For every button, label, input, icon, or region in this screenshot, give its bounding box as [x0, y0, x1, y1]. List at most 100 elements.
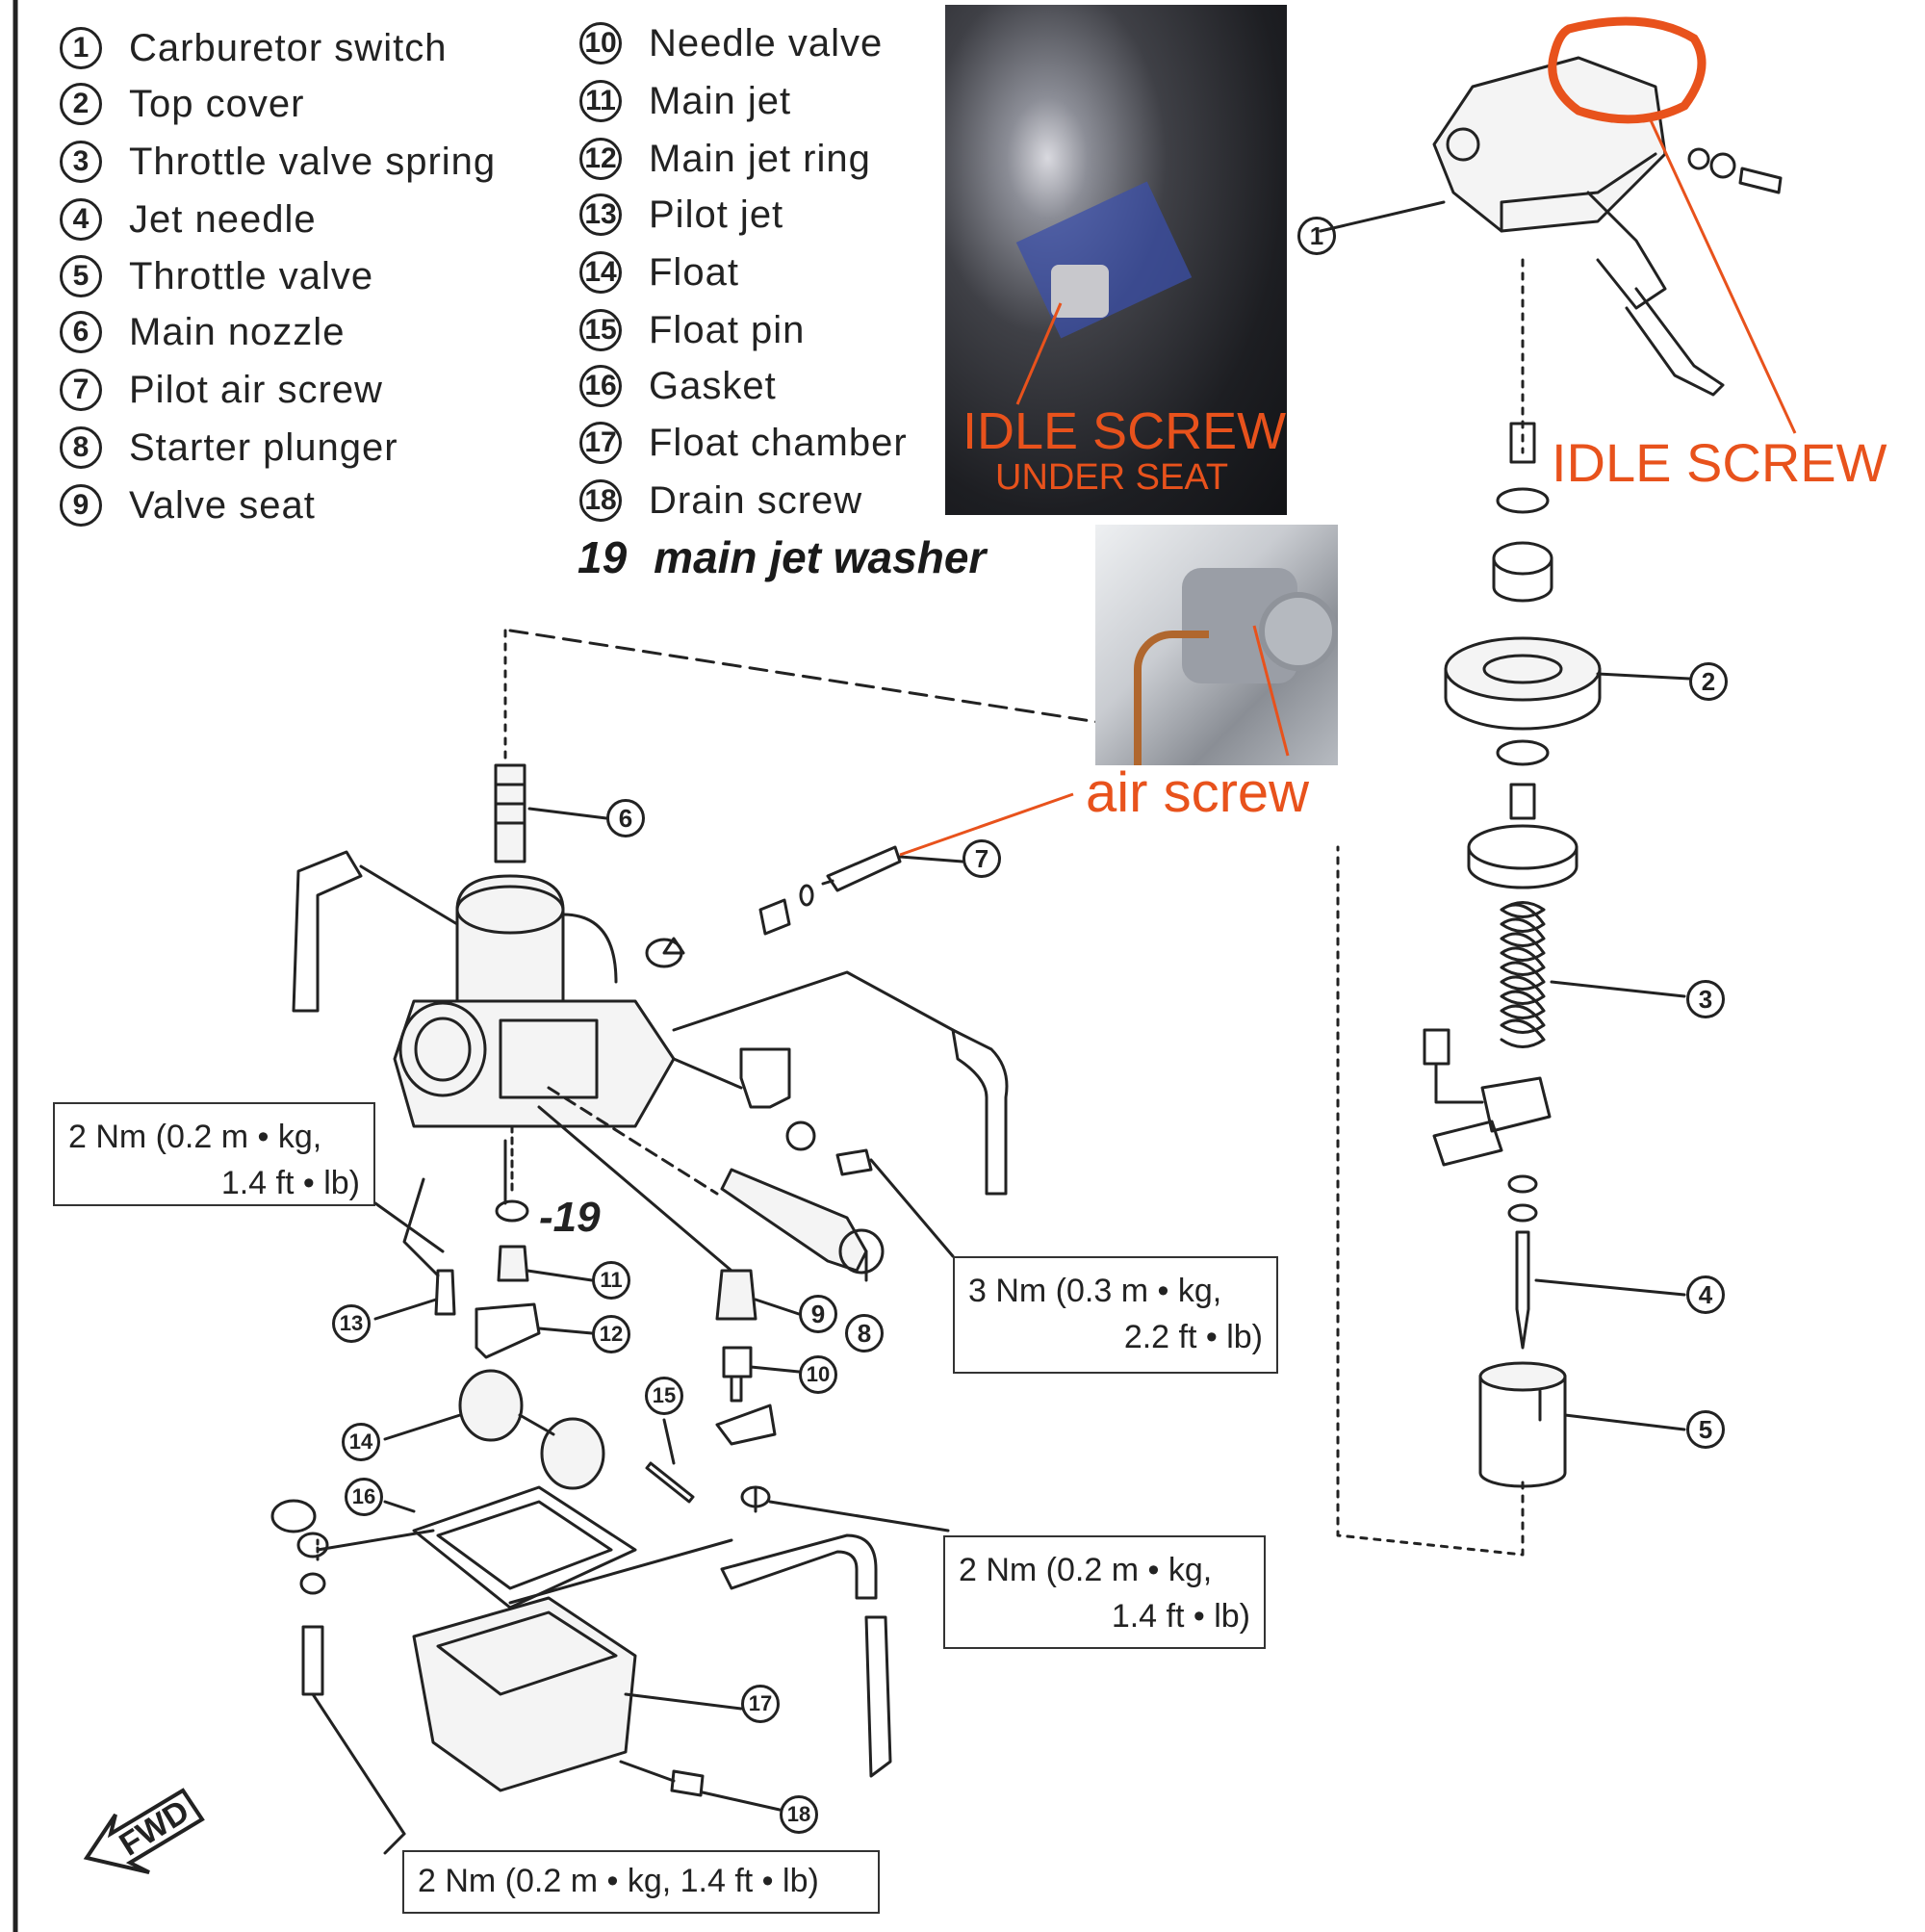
- legend-item-17: 17 Float chamber: [579, 419, 908, 467]
- diagram-callout-1: 1: [1297, 217, 1336, 255]
- diagram-callout-15: 15: [645, 1377, 683, 1415]
- diagram-callout-9: 9: [799, 1295, 837, 1333]
- fwd-arrow-icon: [83, 1788, 205, 1874]
- legend-item-11: 11 Main jet: [579, 77, 791, 125]
- legend-item-15: 15 Float pin: [579, 306, 805, 354]
- legend-number: 19: [578, 532, 628, 582]
- diagram-callout-14: 14: [342, 1423, 380, 1461]
- legend-label: Float chamber: [649, 421, 908, 464]
- legend-label: Gasket: [649, 364, 777, 407]
- diagram-callout-12: 12: [592, 1315, 630, 1353]
- callout-number: 13: [579, 193, 622, 236]
- legend-item-1: 1 Carburetor switch: [60, 24, 447, 72]
- diagram-callout-8: 8: [845, 1314, 884, 1352]
- callout-number: 5: [60, 255, 102, 297]
- diagram-callout-17: 17: [741, 1685, 780, 1723]
- torque-box-bottom: 2 Nm (0.2 m • kg, 1.4 ft • lb): [402, 1850, 880, 1914]
- legend-label: Main nozzle: [129, 310, 346, 353]
- diagram-callout-7: 7: [962, 839, 1001, 878]
- legend-label: Float pin: [649, 308, 806, 351]
- callout-number: 8: [60, 426, 102, 469]
- legend-item-2: 2 Top cover: [60, 80, 304, 128]
- callout-number: 11: [579, 80, 622, 122]
- legend-item-10: 10 Needle valve: [579, 19, 883, 67]
- torque-line: 3 Nm (0.3 m • kg,: [968, 1273, 1222, 1309]
- legend-item-6: 6 Main nozzle: [60, 308, 345, 356]
- legend-label: Starter plunger: [129, 425, 398, 469]
- legend-item-3: 3 Throttle valve spring: [60, 138, 496, 186]
- legend-label: Pilot jet: [649, 193, 784, 236]
- callout-number: 3: [60, 141, 102, 183]
- callout-number: 14: [579, 251, 622, 294]
- diagram-callout-3: 3: [1686, 980, 1725, 1018]
- legend-item-16: 16 Gasket: [579, 362, 777, 410]
- callout-number: 12: [579, 138, 622, 180]
- top-cover-part: [1444, 636, 1602, 731]
- legend-label: Throttle valve: [129, 254, 374, 297]
- carburetor-switch-part: [1432, 56, 1783, 397]
- torque-line: 1.4 ft • lb): [1111, 1598, 1250, 1635]
- legend-label: Needle valve: [649, 21, 884, 64]
- diagram-callout-11: 11: [592, 1261, 630, 1300]
- diagram-callout-5: 5: [1686, 1410, 1725, 1449]
- torque-box-starter-plunger: 3 Nm (0.3 m • kg, 2.2 ft • lb): [953, 1256, 1278, 1374]
- air-screw-photo: [1095, 525, 1338, 765]
- callout-number: 7: [60, 369, 102, 411]
- diagram-callout-10: 10: [799, 1355, 837, 1394]
- callout-number: 9: [60, 484, 102, 527]
- washer-callout: -19: [539, 1194, 601, 1241]
- legend-label: Jet needle: [129, 197, 317, 241]
- callout-number: 1: [60, 27, 102, 69]
- legend-item-5: 5 Throttle valve: [60, 252, 373, 300]
- diagram-callout-18: 18: [780, 1795, 818, 1834]
- air-screw-label: air screw: [1086, 761, 1310, 824]
- legend-label: Float: [649, 250, 739, 294]
- torque-box-main-jet: 2 Nm (0.2 m • kg, 1.4 ft • lb): [53, 1102, 375, 1206]
- torque-line: 1.4 ft • lb): [220, 1165, 360, 1201]
- callout-number: 4: [60, 198, 102, 241]
- legend-label: Throttle valve spring: [129, 140, 497, 183]
- diagram-callout-2: 2: [1689, 662, 1728, 701]
- diagram-callout-4: 4: [1686, 1275, 1725, 1314]
- callout-number: 18: [579, 479, 622, 522]
- callout-number: 10: [579, 22, 622, 64]
- idle-screw-callout: IDLE SCREW: [1552, 432, 1887, 493]
- legend-label: Main jet ring: [649, 137, 871, 180]
- idle-screw-photo-caption: IDLE SCREW: [962, 402, 1287, 460]
- carburetor-body-part: [393, 874, 676, 1128]
- idle-screw-photo: IDLE SCREW UNDER SEAT: [945, 5, 1287, 515]
- callout-number: 2: [60, 83, 102, 125]
- legend-item-12: 12 Main jet ring: [579, 135, 871, 183]
- callout-number: 6: [60, 311, 102, 353]
- legend-item-9: 9 Valve seat: [60, 481, 316, 529]
- torque-line: 2 Nm (0.2 m • kg,: [68, 1119, 322, 1155]
- callout-number: 15: [579, 309, 622, 351]
- throttle-valve-part: [1478, 1361, 1567, 1488]
- diagram-callout-16: 16: [345, 1478, 383, 1516]
- legend-label: Valve seat: [129, 483, 316, 527]
- idle-screw-pointer-icon: [1015, 302, 1063, 405]
- float-part: [458, 1369, 605, 1490]
- legend-item-4: 4 Jet needle: [60, 195, 317, 244]
- legend-label: Top cover: [129, 82, 305, 125]
- legend-label: Carburetor switch: [129, 26, 448, 69]
- callout-number: 17: [579, 422, 622, 464]
- legend-item-8: 8 Starter plunger: [60, 424, 398, 472]
- diagram-callout-13: 13: [332, 1304, 371, 1343]
- throttle-spring-part: [1500, 901, 1546, 1048]
- diagram-callout-6: 6: [606, 799, 645, 837]
- idle-screw-photo-subcaption: UNDER SEAT: [995, 457, 1229, 498]
- float-chamber-part: [412, 1538, 733, 1792]
- legend-label: Main jet: [649, 79, 792, 122]
- torque-box-screw: 2 Nm (0.2 m • kg, 1.4 ft • lb): [943, 1535, 1266, 1649]
- air-screw-pointer-icon: [1252, 625, 1290, 757]
- torque-line: 2 Nm (0.2 m • kg,: [959, 1552, 1213, 1588]
- main-nozzle-part: [494, 763, 526, 863]
- legend-item-13: 13 Pilot jet: [579, 191, 783, 239]
- torque-line: 2.2 ft • lb): [1123, 1319, 1263, 1355]
- legend-item-14: 14 Float: [579, 248, 739, 296]
- callout-number: 16: [579, 365, 622, 407]
- legend-label: Drain screw: [649, 478, 863, 522]
